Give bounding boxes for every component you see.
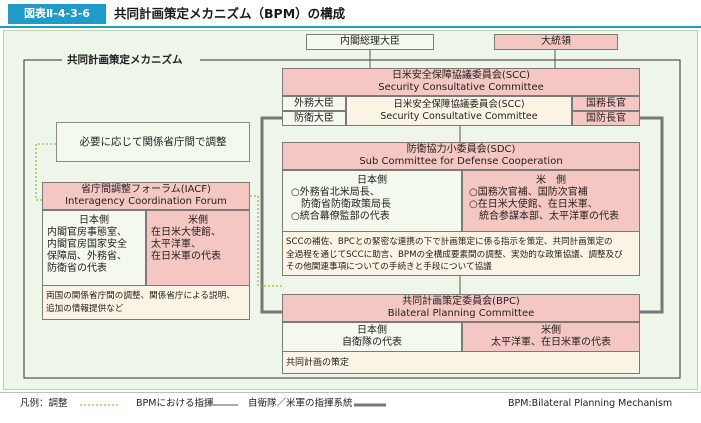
iacf-jp-line: 保障局、外務省、: [47, 251, 127, 262]
sdc-note: SCCの補佐、BPCとの緊密な連携の下で計画策定に係る指示を策定、共同計画策定の…: [282, 234, 640, 276]
iacf-us-line: 太平洋軍、: [151, 239, 201, 250]
bpc-us-line: 太平洋軍、在日米軍の代表: [491, 337, 611, 348]
defense-minister-label: 防衛大臣: [294, 112, 334, 124]
ministries-note-box: 必要に応じて関係省庁間で調整: [56, 122, 250, 162]
foreign-minister-label: 外務大臣: [294, 97, 334, 109]
sdc-jp-side: 日本側 ○外務省北米局長、 防衛省防衛政策局長 ○統合幕僚監部の代表: [282, 170, 462, 232]
sdc-note-line: SCCの補佐、BPCとの緊密な連携の下で計画策定に係る指示を策定、共同計画策定の: [286, 237, 613, 247]
iacf-us-line: 在日米大使館、: [151, 227, 221, 238]
bpc-jp-side: 日本側 自衛隊の代表: [282, 322, 462, 352]
cabinet-box: 内閣総理大臣: [306, 34, 434, 50]
sdc-note-line: 全過程を通じてSCCに助言、BPMの全構成要素間の調整、実効的な政策協議、調整及…: [286, 249, 623, 260]
sdc-jp-heading: 日本側: [357, 175, 387, 186]
scc-title-box: 日米安全保障協議委員会(SCC) Security Consultative C…: [282, 68, 640, 96]
figure-title: 共同計画策定メカニズム（BPM）の構成: [114, 6, 346, 21]
legend-chain-of-command: 自衛隊／米軍の指揮系統: [248, 398, 353, 409]
sdc-jp-line: ○統合幕僚監部の代表: [291, 211, 390, 222]
iacf-us-line: 在日米軍の代表: [151, 251, 221, 262]
scc-title-en: Security Consultative Committee: [378, 82, 544, 93]
figure-label: 図表Ⅱ-4-3-6: [8, 4, 106, 24]
sdc-us-line: ○国務次官補、国防次官補: [469, 187, 588, 198]
iacf-jp-heading: 日本側: [79, 215, 109, 226]
sdc-us-line: 統合参謀本部、太平洋軍の代表: [479, 211, 619, 222]
secretary-of-defense-label: 国防長官: [586, 112, 626, 124]
bpc-title-jp: 共同計画策定委員会(BPC): [402, 296, 520, 307]
mechanism-outline: [23, 59, 681, 379]
scc-center-box: 日米安全保障協議委員会(SCC) Security Consultative C…: [346, 96, 572, 126]
legend-rule: [0, 392, 701, 393]
sdc-title-en: Sub Committee for Defense Cooperation: [359, 156, 563, 167]
legend-coordination-swatch: [80, 404, 120, 406]
legend-bpm-command-swatch: [206, 404, 238, 406]
coord-note-to-iacf: [35, 143, 56, 201]
chain-left: [260, 116, 282, 314]
iacf-title-box: 省庁間調整フォーラム(IACF) Interagency Coordinatio…: [42, 182, 250, 210]
sdc-title-box: 防衛協力小委員会(SDC) Sub Committee for Defense …: [282, 142, 640, 170]
cabinet-label: 内閣総理大臣: [340, 36, 400, 47]
mechanism-label: 共同計画策定メカニズム: [62, 54, 188, 66]
iacf-jp-line: 防衛省の代表: [47, 263, 107, 274]
scc-right-label-1: 国務長官: [572, 96, 640, 111]
iacf-us-heading: 米側: [188, 215, 208, 226]
sdc-us-heading: 米 側: [536, 175, 566, 186]
scc-right-label-2: 国防長官: [572, 111, 640, 126]
scc-title-jp: 日米安全保障協議委員会(SCC): [391, 70, 531, 81]
sdc-title-jp: 防衛協力小委員会(SDC): [406, 144, 516, 155]
bpc-title-en: Bilateral Planning Committee: [387, 308, 535, 319]
scc-left-label-2: 防衛大臣: [282, 111, 346, 126]
bpc-note: 共同計画の策定: [286, 358, 350, 368]
chain-right: [640, 116, 664, 314]
sdc-jp-line: 防衛省防衛政策局長: [301, 199, 391, 210]
scc-left-label-1: 外務大臣: [282, 96, 346, 111]
iacf-note: 両国の関係省庁間の調整、関係省庁による説明、 追加の情報提供など: [42, 288, 250, 320]
scc-center-jp: 日米安全保障協議委員会(SCC): [393, 99, 525, 110]
scc-center-en: Security Consultative Committee: [380, 111, 538, 122]
iacf-jp-line: 内閣官房国家安全: [47, 239, 127, 250]
iacf-title-jp: 省庁間調整フォーラム(IACF): [81, 184, 211, 195]
iacf-jp-side: 日本側 内閣官房事態室、 内閣官房国家安全 保障局、外務省、 防衛省の代表: [42, 210, 146, 286]
iacf-note-line: 両国の関係省庁間の調整、関係省庁による説明、: [46, 291, 235, 301]
sdc-note-line: その他関連事項についての手続きと手段について協議: [286, 262, 492, 272]
sdc-jp-line: ○外務省北米局長、: [291, 187, 380, 198]
legend-abbreviation: BPM:Bilateral Planning Mechanism: [508, 398, 673, 409]
legend-bpm-command: BPMにおける指揮: [136, 398, 214, 409]
bpc-us-heading: 米側: [541, 325, 561, 336]
bpc-jp-line: 自衛隊の代表: [342, 337, 402, 348]
sdc-us-line: ○在日米大使館、在日米軍、: [469, 199, 598, 210]
ministries-note: 必要に応じて関係省庁間で調整: [79, 136, 227, 148]
bpc-title-box: 共同計画策定委員会(BPC) Bilateral Planning Commit…: [282, 294, 640, 322]
iacf-jp-line: 内閣官房事態室、: [47, 227, 127, 238]
bpc-jp-heading: 日本側: [357, 325, 387, 336]
secretary-of-state-label: 国務長官: [586, 97, 626, 109]
bpc-us-side: 米側 太平洋軍、在日米軍の代表: [462, 322, 640, 352]
legend-chain-swatch: [354, 403, 386, 407]
president-box: 大統領: [494, 34, 618, 50]
iacf-us-side: 米側 在日米大使館、 太平洋軍、 在日米軍の代表: [146, 210, 250, 286]
iacf-title-en: Interagency Coordination Forum: [65, 196, 227, 207]
header-rule: [0, 26, 701, 28]
legend-coordination: 凡例：調整: [20, 398, 68, 409]
sdc-us-side: 米 側 ○国務次官補、国防次官補 ○在日米大使館、在日米軍、 統合参謀本部、太平…: [462, 170, 640, 232]
president-label: 大統領: [541, 36, 571, 47]
coord-iacf-to-bpc: [250, 195, 282, 287]
iacf-note-line: 追加の情報提供など: [46, 303, 124, 314]
